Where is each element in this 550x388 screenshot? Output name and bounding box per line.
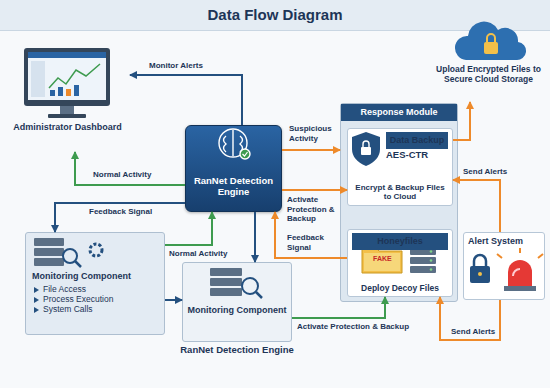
edge-label: Feedback Signal bbox=[88, 207, 153, 217]
flow-arrow bbox=[55, 203, 185, 232]
engine-box: RanNet Detection Engine bbox=[185, 125, 282, 212]
node-text: AES-CTR bbox=[386, 149, 448, 160]
edge-label: Send Alerts bbox=[462, 167, 508, 177]
server-icon bbox=[410, 248, 436, 273]
flow-arrow bbox=[75, 152, 185, 185]
folder-icon bbox=[362, 248, 402, 273]
flow-arrow bbox=[165, 212, 212, 245]
flow-arrow bbox=[165, 299, 182, 301]
node-text: Monitoring Component bbox=[32, 271, 158, 282]
node-text: Upload Encrypted Files to Secure Cloud S… bbox=[434, 64, 543, 84]
edge-label: Monitor Alerts bbox=[148, 61, 204, 71]
flow-arrow bbox=[282, 189, 347, 191]
node-text: Administrator Dashboard bbox=[13, 122, 122, 133]
node-text: Deploy Decoy Files bbox=[352, 283, 448, 293]
decoy-label: FAKE bbox=[372, 255, 393, 263]
edge-label: Suspicious Activity bbox=[288, 124, 340, 143]
edge-label: Activate Protection & Backup bbox=[296, 322, 410, 332]
node-text: Honeyfiles bbox=[352, 233, 448, 250]
node-text: Alert System bbox=[468, 236, 540, 247]
monitor-box: Monitoring ComponentRanNet Detection Eng… bbox=[182, 262, 292, 342]
node-text: Response Module bbox=[341, 104, 457, 121]
honeyfile-box: HoneyfilesDeploy Decoy Files bbox=[347, 229, 453, 297]
flow-arrow bbox=[440, 297, 500, 340]
edge-label: Normal Activity bbox=[168, 249, 228, 259]
monitor-icon bbox=[24, 48, 110, 118]
edge-label: Feedback Signal bbox=[286, 233, 340, 252]
flow-arrow bbox=[453, 180, 500, 232]
flow-arrow bbox=[130, 75, 242, 125]
dashboard-node: Administrator Dashboard bbox=[5, 42, 130, 152]
flow-arrow bbox=[282, 149, 340, 151]
title-band: Data Flow Diagram bbox=[0, 0, 550, 31]
node-text: System Calls bbox=[32, 304, 158, 314]
brain-icon bbox=[219, 129, 250, 159]
alert-box: Alert System bbox=[463, 232, 545, 300]
cloud-icon bbox=[455, 22, 526, 60]
node-text: Data Backup bbox=[386, 132, 448, 149]
node-text: RanNet Detection Engine bbox=[169, 344, 305, 355]
module-panel: Response ModuleData BackupAES-CTR Encrypt… bbox=[340, 103, 458, 302]
shield-icon bbox=[352, 132, 380, 166]
backup-box: Data BackupAES-CTR Encrypt & Backup Files… bbox=[347, 128, 453, 206]
monitor-panel: Monitoring ComponentFile AccessProcess E… bbox=[25, 232, 165, 335]
edge-label: Activate Protection & Backup bbox=[286, 195, 340, 224]
node-text: Monitoring Component bbox=[188, 305, 287, 316]
flow-arrow bbox=[292, 297, 385, 318]
monitoring-server-icon bbox=[210, 268, 262, 298]
flow-arrow bbox=[453, 102, 470, 140]
node-text: Encrypt & Backup Files to Cloud bbox=[352, 183, 448, 202]
lock-icon bbox=[470, 255, 490, 283]
cloud-node: Upload Encrypted Files to Secure Cloud S… bbox=[432, 20, 545, 102]
node-text: File Access bbox=[32, 284, 158, 294]
edge-label: Send Alerts bbox=[450, 327, 496, 337]
edge-label: Normal Activity bbox=[92, 170, 152, 180]
flow-arrow bbox=[254, 212, 256, 262]
diagram-title: Data Flow Diagram bbox=[207, 6, 342, 23]
node-text: RanNet Detection Engine bbox=[190, 175, 277, 198]
node-text: Process Execution bbox=[32, 294, 158, 304]
monitoring-server-icon bbox=[34, 238, 102, 267]
siren-icon bbox=[497, 248, 543, 291]
